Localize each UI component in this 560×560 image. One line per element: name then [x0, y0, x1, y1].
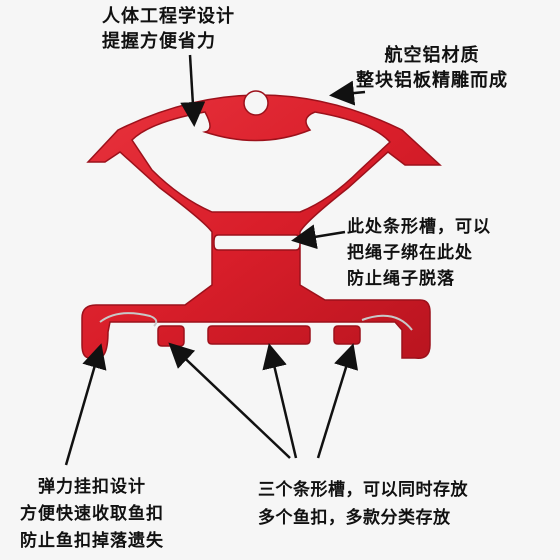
- label-strip-slot-line2: 把绳子绑在此处: [347, 243, 473, 263]
- label-strip-slot: 此处条形槽，可以 把绳子绑在此处 防止绳子脱落: [347, 214, 491, 292]
- arrow-slot-right: [316, 343, 359, 459]
- label-ergonomic-line2: 提握方便省力: [102, 31, 216, 52]
- arrow-spring-clip: [64, 343, 107, 466]
- label-ergonomic-line1: 人体工程学设计: [102, 6, 235, 27]
- label-strip-slot-line3: 防止绳子脱落: [347, 269, 455, 289]
- label-material-line2: 整块铝板精雕而成: [356, 70, 508, 91]
- right-spring-clip: [361, 314, 413, 331]
- arrow-slot-left: [168, 342, 291, 459]
- annotation-arrows: [64, 54, 366, 466]
- label-material-line1: 航空铝材质: [384, 45, 480, 66]
- label-spring-clip-line1: 弹力挂扣设计: [38, 477, 146, 497]
- label-three-slots-line2: 多个鱼扣，多款分类存放: [258, 508, 451, 528]
- arrow-ergonomic: [180, 54, 206, 127]
- arrow-material: [329, 80, 366, 106]
- label-strip-slot-line1: 此处条形槽，可以: [347, 217, 491, 237]
- label-ergonomic: 人体工程学设计 提握方便省力: [102, 4, 235, 54]
- left-spring-clip: [99, 312, 158, 327]
- arrow-strip-slot: [291, 224, 346, 250]
- label-spring-clip-line2: 方便快速收取鱼扣: [20, 504, 164, 524]
- label-spring-clip-line3: 防止鱼扣掉落遗失: [20, 531, 164, 551]
- label-spring-clip: 弹力挂扣设计 方便快速收取鱼扣 防止鱼扣掉落遗失: [20, 474, 164, 555]
- arrow-slot-middle: [262, 343, 298, 459]
- label-three-slots: 三个条形槽，可以同时存放 多个鱼扣，多款分类存放: [258, 476, 468, 532]
- label-material: 航空铝材质 整块铝板精雕而成: [356, 43, 508, 93]
- label-three-slots-line1: 三个条形槽，可以同时存放: [258, 480, 468, 500]
- hanging-hole: [243, 90, 269, 116]
